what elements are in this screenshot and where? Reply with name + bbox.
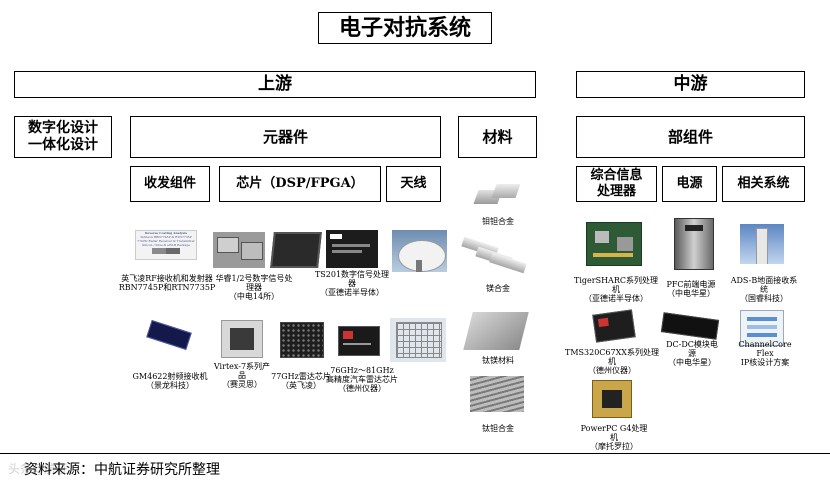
pfc-caption-line-1: PFC前端电源 bbox=[660, 280, 722, 289]
powerpc-caption-line-3: （摩托罗拉） bbox=[572, 442, 656, 451]
channelcore-caption-line-2: Flex bbox=[730, 349, 800, 358]
powerpc-chip-image bbox=[592, 380, 632, 418]
virtex-caption-line-1: Virtex-7系列产 bbox=[208, 362, 276, 371]
gm4622-caption-line-1: GM4622射频接收机 bbox=[124, 372, 216, 381]
ts201-caption: TS201数字信号处理 器 （亚德诺半导体） bbox=[314, 270, 390, 298]
ghz77-chip-image bbox=[280, 322, 324, 358]
ghz76-caption-line-3: （德州仪器） bbox=[324, 384, 400, 393]
ts201-caption-line-2: 器 bbox=[314, 279, 390, 288]
gm4622-caption: GM4622射频接收机 （景龙科技） bbox=[124, 372, 216, 390]
dcdc-caption-line-2: 源 bbox=[660, 349, 724, 358]
processor-line-2: 处理器 bbox=[597, 184, 636, 200]
gm4622-chip-image bbox=[146, 320, 192, 350]
upstream-header: 上游 bbox=[14, 71, 536, 98]
dsp-chip-image bbox=[270, 232, 322, 268]
components-box: 元器件 bbox=[130, 116, 441, 158]
adsb-caption-line-2: 统 bbox=[726, 285, 802, 294]
dcdc-caption-line-3: （中电华星） bbox=[660, 358, 724, 367]
mat2-caption: 镁合金 bbox=[468, 284, 528, 293]
transceiver-box: 收发组件 bbox=[130, 166, 210, 202]
tigersharc-caption-line-2: 机 bbox=[572, 285, 660, 294]
rbn-card-line-4: Silicon / SiGe & eWLB Package bbox=[136, 243, 196, 247]
pfc-power-image bbox=[674, 218, 714, 270]
adsb-caption-line-1: ADS-B地面接收系 bbox=[726, 276, 802, 285]
adsb-system-image bbox=[740, 224, 784, 264]
tms-caption-line-2: （德州仪器） bbox=[562, 366, 662, 375]
channelcore-caption: ChannelCore Flex IP核设计方案 bbox=[730, 340, 800, 368]
virtex-chip-image bbox=[221, 320, 263, 358]
parts-box: 部组件 bbox=[576, 116, 805, 158]
pfc-caption-line-2: （中电华星） bbox=[660, 289, 722, 298]
rbn-caption: 英飞凌RF接收机和发射器 RBN7745P和RTN7735P bbox=[117, 274, 217, 292]
source-note: 资料来源：中航证券研究所整理 bbox=[24, 459, 220, 479]
related-box: 相关系统 bbox=[722, 166, 805, 202]
design-line-1: 数字化设计 bbox=[28, 120, 98, 137]
magnesium-alloy-image bbox=[462, 238, 528, 274]
huarui-chip-image bbox=[213, 232, 265, 268]
power-box: 电源 bbox=[662, 166, 717, 202]
ts201-caption-line-3: （亚德诺半导体） bbox=[314, 288, 390, 297]
powerpc-caption: PowerPC G4处理 机 （摩托罗拉） bbox=[572, 424, 656, 452]
antenna-dish-image bbox=[392, 230, 447, 272]
huarui-caption: 华睿1/2号数字信号处理器 （中电14所） bbox=[213, 274, 295, 302]
footer-divider bbox=[0, 453, 830, 454]
processor-box: 综合信息 处理器 bbox=[576, 166, 657, 202]
ghz76-chip-image bbox=[338, 326, 380, 356]
midstream-header: 中游 bbox=[576, 71, 805, 98]
powerpc-caption-line-1: PowerPC G4处理 bbox=[572, 424, 656, 433]
molybdenum-tantalum-image bbox=[474, 180, 522, 210]
tms-caption: TMS320C67XX系列处理机 （德州仪器） bbox=[562, 348, 662, 376]
ghz76-caption-line-1: 76GHz～81GHz bbox=[324, 366, 400, 375]
ghz76-caption-line-2: 高精度汽车雷达芯片 bbox=[324, 375, 400, 384]
tms-caption-line-1: TMS320C67XX系列处理机 bbox=[562, 348, 662, 366]
rbn-caption-line-2: RBN7745P和RTN7735P bbox=[117, 283, 217, 292]
gm4622-caption-line-2: （景龙科技） bbox=[124, 381, 216, 390]
ghz76-caption: 76GHz～81GHz 高精度汽车雷达芯片 （德州仪器） bbox=[324, 366, 400, 394]
rbn-chip-image: Reverse Costing Analysis Infineon RBN774… bbox=[135, 230, 197, 260]
huarui-caption-line-2: （中电14所） bbox=[213, 292, 295, 301]
mat1-caption: 钼钽合金 bbox=[468, 217, 528, 226]
dcdc-caption: DC-DC模块电 源 （中电华星） bbox=[660, 340, 724, 368]
tigersharc-caption: TigerSHARC系列处理 机 （亚德诺半导体） bbox=[572, 276, 660, 304]
adsb-caption: ADS-B地面接收系 统 （国睿科技） bbox=[726, 276, 802, 304]
titanium-tantalum-image bbox=[470, 376, 524, 412]
channelcore-caption-line-1: ChannelCore bbox=[730, 340, 800, 349]
powerpc-caption-line-2: 机 bbox=[572, 433, 656, 442]
tigersharc-board-image bbox=[586, 222, 642, 266]
tigersharc-caption-line-1: TigerSHARC系列处理 bbox=[572, 276, 660, 285]
antenna-box: 天线 bbox=[386, 166, 441, 202]
adsb-caption-line-3: （国睿科技） bbox=[726, 294, 802, 303]
mat3-caption: 钛镁材料 bbox=[468, 356, 528, 365]
mat4-caption: 钛钽合金 bbox=[468, 424, 528, 433]
tigersharc-caption-line-3: （亚德诺半导体） bbox=[572, 294, 660, 303]
rbn-caption-line-1: 英飞凌RF接收机和发射器 bbox=[117, 274, 217, 283]
materials-box: 材料 bbox=[458, 116, 537, 158]
titanium-magnesium-image bbox=[463, 312, 528, 350]
tms-chip-image bbox=[592, 309, 636, 342]
dcdc-module-image bbox=[661, 312, 719, 340]
channelcore-caption-line-3: IP核设计方案 bbox=[730, 358, 800, 367]
chip-box: 芯片（DSP/FPGA） bbox=[219, 166, 381, 202]
radar-dish-image bbox=[390, 318, 446, 362]
ts201-caption-line-1: TS201数字信号处理 bbox=[314, 270, 390, 279]
dcdc-caption-line-1: DC-DC模块电 bbox=[660, 340, 724, 349]
ts201-chip-image bbox=[326, 230, 378, 268]
huarui-caption-line-1: 华睿1/2号数字信号处理器 bbox=[213, 274, 295, 292]
processor-line-1: 综合信息 bbox=[590, 168, 642, 184]
page-title: 电子对抗系统 bbox=[318, 12, 492, 44]
design-line-2: 一体化设计 bbox=[28, 137, 98, 154]
design-box: 数字化设计 一体化设计 bbox=[14, 116, 112, 158]
pfc-caption: PFC前端电源 （中电华星） bbox=[660, 280, 722, 298]
